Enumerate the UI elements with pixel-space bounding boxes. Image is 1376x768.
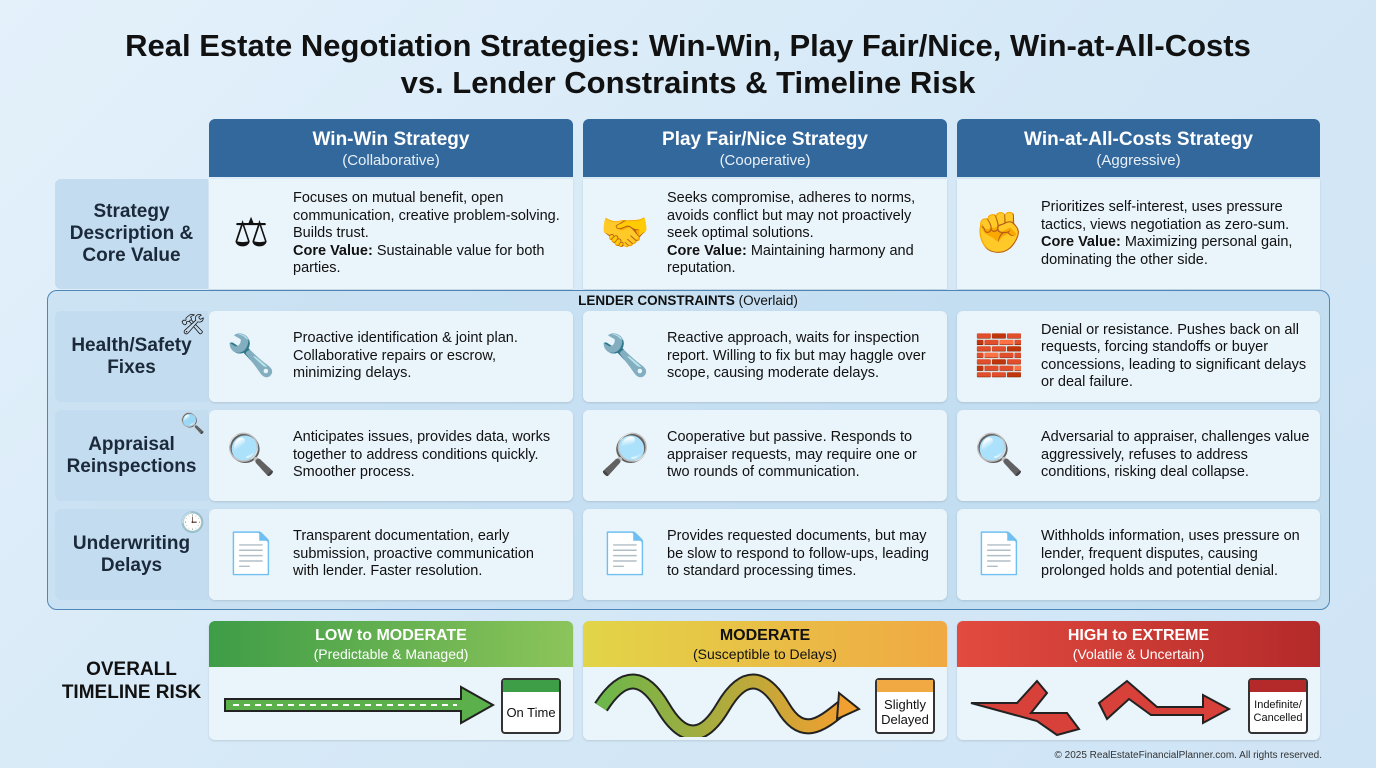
column-header-play-fair: Play Fair/Nice Strategy(Cooperative) <box>583 119 947 177</box>
row-label-health: Health/Safety Fixes <box>55 311 208 402</box>
lender-constraints-title: LENDER CONSTRAINTS (Overlaid) <box>578 293 798 308</box>
wrench-check-icon: 🔧 <box>226 333 276 378</box>
column-header-win-at-all-costs: Win-at-All-Costs Strategy(Aggressive) <box>957 119 1320 177</box>
magnifier-question-icon: 🔎 <box>600 432 650 477</box>
handshake-neutral-face-icon: 🤝 <box>600 211 650 256</box>
health-cell-play-fair: 🔧Reactive approach, waits for inspection… <box>583 311 947 402</box>
strategy-cell-win-win: ⚖Focuses on mutual benefit, open communi… <box>209 179 573 289</box>
appraisal-cell-win-win: 🔍Anticipates issues, provides data, work… <box>209 410 573 501</box>
magnifier-icon: 🔍 <box>180 413 205 435</box>
magnifier-up-trend-icon: 🔍 <box>226 432 276 477</box>
tools-icon: 🛠 <box>180 314 206 336</box>
wrench-pause-icon: 🔧 <box>600 333 650 378</box>
fist-broken-chain-icon: ✊ <box>974 211 1024 256</box>
timeline-risk-moderate: MODERATE(Susceptible to Delays) Slightly… <box>583 621 947 740</box>
row-label-timeline: OVERALL TIMELINE RISK <box>61 659 202 703</box>
page-title: Real Estate Negotiation Strategies: Win-… <box>125 28 1251 100</box>
health-cell-win-win: 🔧Proactive identification & joint plan. … <box>209 311 573 402</box>
broken-magnifier-down-trend-icon: 🔍 <box>974 432 1024 477</box>
strategy-cell-play-fair: 🤝Seeks compromise, adheres to norms, avo… <box>583 179 947 289</box>
brick-wall-wrench-x-icon: 🧱 <box>974 333 1024 378</box>
straight-arrow-icon <box>224 685 496 725</box>
health-cell-win-at-all-costs: 🧱Denial or resistance. Pushes back on al… <box>957 311 1320 402</box>
underwriting-cell-win-win: 📄Transparent documentation, early submis… <box>209 509 573 600</box>
wavy-arrow-icon <box>594 673 861 737</box>
document-clock-icon: 📄 <box>600 531 650 576</box>
broken-zigzag-arrow-icon <box>970 679 1232 737</box>
underwriting-cell-play-fair: 📄Provides requested documents, but may b… <box>583 509 947 600</box>
row-label-appraisal: Appraisal Reinspections <box>55 410 208 501</box>
row-label-strategy: Strategy Description & Core Value <box>55 179 208 289</box>
copyright-footer: © 2025 RealEstateFinancialPlanner.com. A… <box>1054 750 1322 761</box>
calendar-indefinite-cancelled: Indefinite/ Cancelled <box>1248 678 1308 734</box>
strategy-cell-win-at-all-costs: ✊Prioritizes self-interest, uses pressur… <box>957 179 1320 289</box>
underwriting-cell-win-at-all-costs: 📄Withholds information, uses pressure on… <box>957 509 1320 600</box>
appraisal-cell-win-at-all-costs: 🔍Adversarial to appraiser, challenges va… <box>957 410 1320 501</box>
calendar-on-time: On Time <box>501 678 561 734</box>
clock-icon: 🕒 <box>180 512 205 534</box>
column-header-win-win: Win-Win Strategy(Collaborative) <box>209 119 573 177</box>
document-fast-forward-clock-icon: 📄 <box>226 531 276 576</box>
calendar-slightly-delayed: Slightly Delayed <box>875 678 935 734</box>
timeline-risk-high: HIGH to EXTREME(Volatile & Uncertain) In… <box>957 621 1320 740</box>
appraisal-cell-play-fair: 🔎Cooperative but passive. Responds to ap… <box>583 410 947 501</box>
timeline-risk-low: LOW to MODERATE(Predictable & Managed) O… <box>209 621 573 740</box>
row-label-underwriting: Underwriting Delays <box>55 509 208 600</box>
gears-scale-icon: ⚖ <box>233 211 269 256</box>
document-tangled-stop-icon: 📄 <box>974 531 1024 576</box>
